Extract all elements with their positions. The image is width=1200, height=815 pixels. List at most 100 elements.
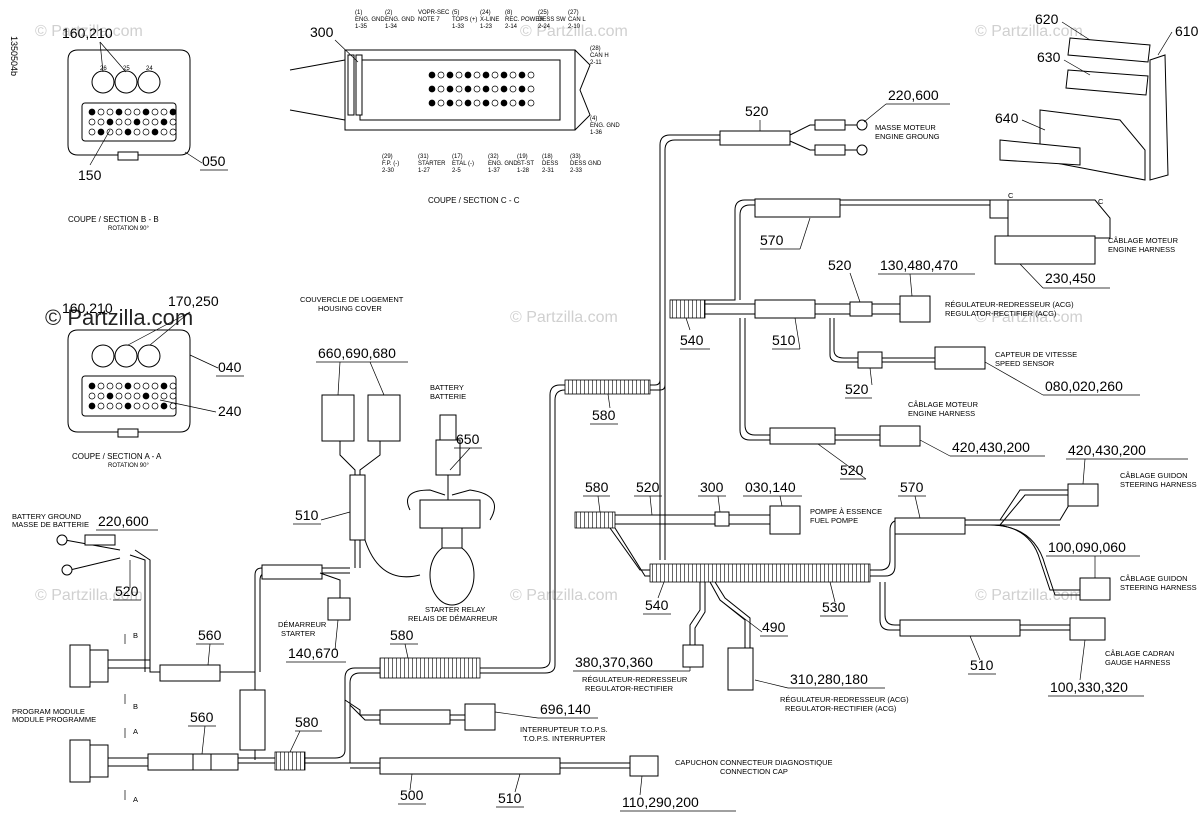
watermark-text: © Partzilla.com bbox=[510, 309, 618, 326]
label-regulator: REGULATOR-RECTIFIER (ACG) bbox=[785, 704, 897, 713]
label-steering-harness: STEERING HARNESS bbox=[1120, 583, 1197, 592]
callout-520: 520 bbox=[845, 381, 869, 397]
connector-pin bbox=[133, 128, 141, 136]
label-steering-harness: STEERING HARNESS bbox=[1120, 480, 1197, 489]
section-mark-a: A bbox=[133, 727, 138, 736]
callout-540: 540 bbox=[645, 597, 669, 613]
connector-pin bbox=[455, 99, 463, 107]
callout-610: 610 bbox=[1175, 23, 1199, 39]
connector-pin bbox=[473, 85, 481, 93]
callout-540: 540 bbox=[680, 332, 704, 348]
connector-pin bbox=[500, 71, 508, 79]
label-starter-relay: STARTER RELAY bbox=[425, 605, 485, 614]
connector-pin bbox=[455, 85, 463, 93]
connector-pin bbox=[160, 382, 168, 390]
connector-pin bbox=[491, 99, 499, 107]
connector-pin bbox=[518, 85, 526, 93]
connector-pin bbox=[142, 392, 150, 400]
connector-pin bbox=[455, 71, 463, 79]
connector-pin bbox=[97, 108, 105, 116]
callout-380-370-360: 380,370,360 bbox=[575, 654, 653, 670]
callout-520: 520 bbox=[828, 257, 852, 273]
watermarks: © Partzilla.com © Partzilla.com © Partzi… bbox=[35, 23, 1083, 604]
callout-510: 510 bbox=[295, 507, 319, 523]
connector-pin bbox=[115, 402, 123, 410]
section-mark-b: B bbox=[133, 702, 138, 711]
connector-pin bbox=[500, 85, 508, 93]
label-cablage-moteur: CÂBLAGE MOTEUR bbox=[1108, 236, 1179, 245]
callout-520: 520 bbox=[840, 462, 864, 478]
callout-570: 570 bbox=[900, 479, 924, 495]
connector-pin bbox=[482, 85, 490, 93]
tops-branch bbox=[344, 699, 659, 777]
connector-pin bbox=[482, 99, 490, 107]
label-connection-cap: CONNECTION CAP bbox=[720, 767, 788, 776]
connector-pin bbox=[115, 128, 123, 136]
callout-220-600: 220,600 bbox=[98, 513, 149, 529]
connector-pin bbox=[482, 71, 490, 79]
watermark-text: © Partzilla.com bbox=[975, 23, 1083, 40]
connector-pin bbox=[527, 85, 535, 93]
callout-510: 510 bbox=[772, 332, 796, 348]
connector-pin bbox=[97, 402, 105, 410]
connector-pin bbox=[106, 402, 114, 410]
callout-580: 580 bbox=[585, 479, 609, 495]
label-engine-harness: ENGINE HARNESS bbox=[1108, 245, 1175, 254]
callout-240: 240 bbox=[218, 403, 242, 419]
connector-pin bbox=[169, 402, 177, 410]
module-connector-parts bbox=[999, 37, 1169, 181]
connector-pin bbox=[124, 128, 132, 136]
connector-pin bbox=[169, 382, 177, 390]
connector-pin bbox=[97, 392, 105, 400]
section-a-connector bbox=[67, 329, 191, 438]
connector-pin bbox=[151, 402, 159, 410]
connector-pin bbox=[151, 108, 159, 116]
label-cablage-cadran: CÂBLAGE CADRAN bbox=[1105, 649, 1174, 658]
label-program-module: PROGRAM MODULE bbox=[12, 707, 85, 716]
connector-pin bbox=[106, 128, 114, 136]
connector-pin bbox=[473, 99, 481, 107]
connector-pin bbox=[151, 392, 159, 400]
label-masse-batterie: MASSE DE BATTERIE bbox=[12, 520, 89, 529]
steering-branch bbox=[609, 483, 1111, 641]
label-battery: BATTERY bbox=[430, 383, 464, 392]
regulator-connectors bbox=[682, 581, 754, 691]
label-regulator: REGULATOR-RECTIFIER bbox=[585, 684, 674, 693]
connector-pin bbox=[428, 99, 436, 107]
label-gauge-harness: GAUGE HARNESS bbox=[1105, 658, 1170, 667]
callout-580: 580 bbox=[390, 627, 414, 643]
label-tops-interrupter: T.O.P.S. INTERRUPTER bbox=[523, 734, 606, 743]
connector-pin bbox=[169, 392, 177, 400]
connector-pin bbox=[142, 402, 150, 410]
section-subtitle: ROTATION 90° bbox=[108, 463, 149, 469]
connector-pin bbox=[428, 71, 436, 79]
callout-420-430-200: 420,430,200 bbox=[1068, 442, 1146, 458]
callout-230-450: 230,450 bbox=[1045, 270, 1096, 286]
connector-pin bbox=[106, 108, 114, 116]
section-title: COUPE / SECTION A - A bbox=[72, 452, 162, 461]
connector-pin bbox=[437, 71, 445, 79]
section-marks: B B A A bbox=[124, 631, 138, 804]
connector-pin bbox=[133, 402, 141, 410]
regulator-speed-branch bbox=[669, 295, 986, 447]
connector-pin bbox=[142, 128, 150, 136]
connector-pin bbox=[160, 402, 168, 410]
label-batterie: BATTERIE bbox=[430, 392, 466, 401]
connector-pin bbox=[518, 71, 526, 79]
connector-pin bbox=[527, 71, 535, 79]
connector-pin bbox=[133, 382, 141, 390]
main-trunk bbox=[150, 370, 666, 771]
callout-220-600: 220,600 bbox=[888, 87, 939, 103]
label-starter: STARTER bbox=[281, 629, 316, 638]
pin-label: 26 bbox=[100, 66, 107, 72]
callout-696-140: 696,140 bbox=[540, 701, 591, 717]
connector-pin bbox=[527, 99, 535, 107]
